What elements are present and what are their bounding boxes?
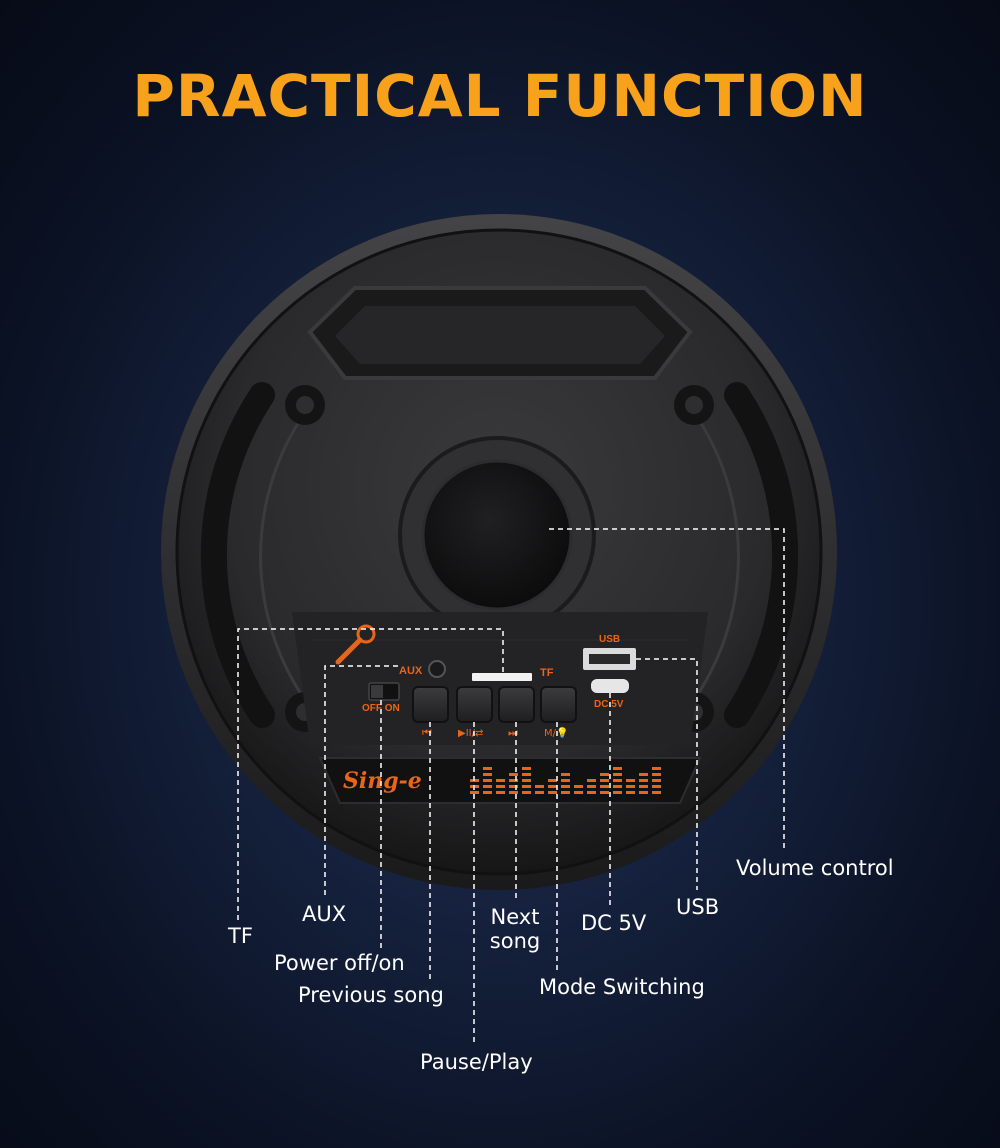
- callout-next-line2: song: [489, 929, 541, 953]
- play-button-shape: [456, 686, 493, 723]
- prev-button-shape: [412, 686, 449, 723]
- microphone-icon: [335, 624, 376, 665]
- panel-aux-label: AUX: [399, 665, 423, 677]
- screw-top-right: [674, 385, 714, 425]
- panel-dc-label: DC 5V: [594, 699, 624, 710]
- panel-offon-label: OFF ON: [362, 703, 400, 714]
- tf-slot-icon: [472, 673, 532, 681]
- callout-dc5v: DC 5V: [581, 911, 647, 935]
- panel-play-icon: ▶II/⇄: [458, 728, 483, 739]
- callout-tf: TF: [228, 924, 253, 948]
- mode-button-shape: [540, 686, 577, 723]
- callout-next-song: Next song: [484, 905, 546, 953]
- callout-power: Power off/on: [274, 951, 405, 975]
- volume-knob: [421, 459, 573, 611]
- dc-port-icon: [591, 679, 629, 693]
- next-button-shape: [498, 686, 535, 723]
- panel-mode-icon: M/💡: [544, 726, 568, 739]
- leader-tf: [237, 628, 504, 920]
- callout-pause-play: Pause/Play: [420, 1050, 533, 1074]
- equalizer-bars-icon: [470, 767, 661, 794]
- page-title: PRACTICAL FUNCTION: [132, 62, 868, 130]
- panel-tf-label: TF: [540, 667, 554, 679]
- leader-lines: [237, 528, 785, 1046]
- callout-mode-switching: Mode Switching: [539, 975, 705, 999]
- leader-aux: [324, 665, 398, 898]
- leader-usb: [636, 658, 698, 890]
- callout-usb: USB: [676, 895, 720, 919]
- panel-next-icon: ⏭: [508, 726, 518, 739]
- callout-aux: AUX: [302, 902, 347, 926]
- leader-volume: [549, 528, 785, 852]
- aux-jack-icon: [428, 660, 446, 678]
- panel-prev-icon: ⏮: [422, 726, 432, 739]
- panel-usb-label: USB: [599, 634, 620, 645]
- callout-previous-song: Previous song: [298, 983, 444, 1007]
- callout-volume-control: Volume control: [736, 856, 894, 880]
- screw-top-left: [285, 385, 325, 425]
- brand-logo: Sing-e: [343, 768, 422, 794]
- callout-next-line1: Next: [490, 905, 540, 929]
